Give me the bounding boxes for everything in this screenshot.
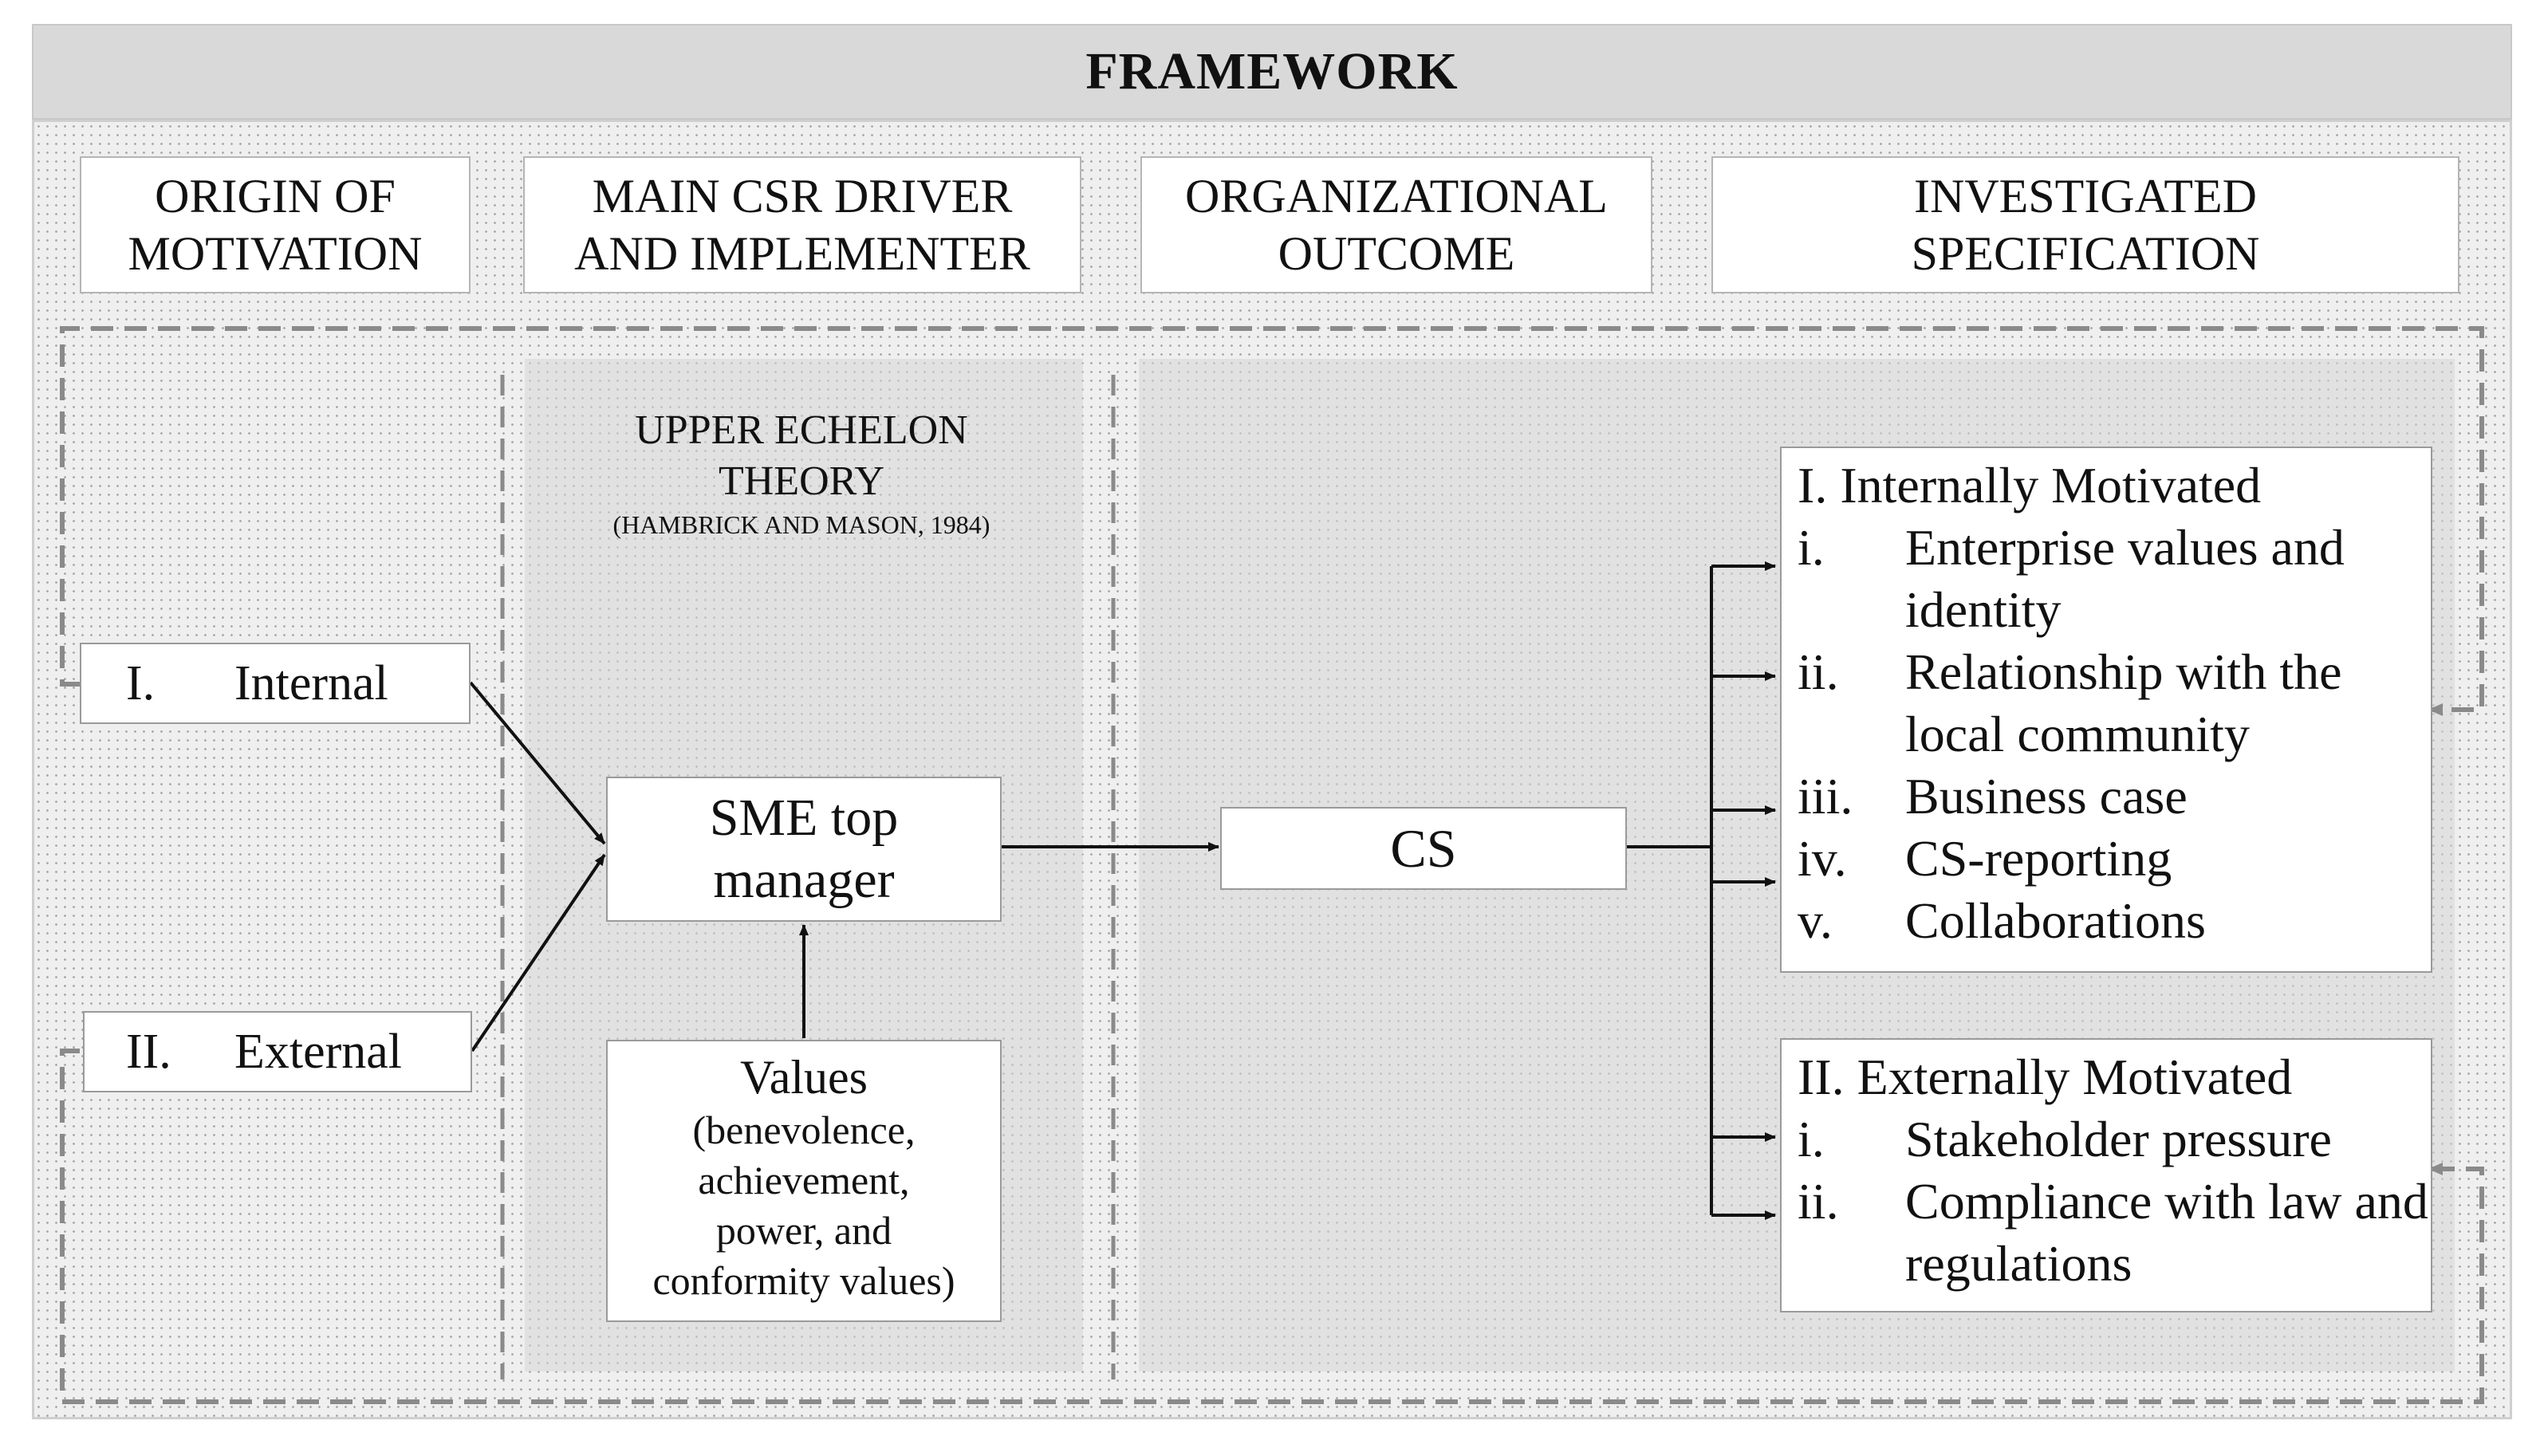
list-item: iv.CS-reporting	[1798, 830, 2172, 887]
values-box: Values (benevolence, achievement, power,…	[606, 1040, 1002, 1322]
cs-outcome-box: CS	[1220, 807, 1627, 890]
cs-outcome-label: CS	[1390, 817, 1457, 879]
internally-motivated-box: I. Internally Motivated i.Enterprise val…	[1780, 447, 2432, 973]
origin-internal-box: I. Internal	[80, 643, 471, 724]
origin-internal-number: I.	[126, 655, 156, 710]
column-dividers	[500, 375, 1116, 1379]
header-main-csr-driver: MAIN CSR DRIVER AND IMPLEMENTER	[523, 156, 1081, 293]
list-item: ii.Compliance with law and regulations	[1798, 1173, 2428, 1292]
sme-top-manager-box: SME top manager	[606, 777, 1002, 922]
framework-title: FRAMEWORK	[32, 24, 2512, 120]
header-investigated-specification: INVESTIGATED SPECIFICATION	[1711, 156, 2459, 293]
flow-arrows	[469, 561, 1776, 1220]
list-item: v.Collaborations	[1798, 892, 2206, 949]
theory-citation: (HAMBRICK AND MASON, 1984)	[612, 510, 990, 539]
origin-external-box: II. External	[83, 1011, 472, 1092]
origin-external-number: II.	[126, 1024, 171, 1079]
origin-internal-label: Internal	[234, 655, 388, 710]
externally-motivated-box: II. Externally Motivated i.Stakeholder p…	[1780, 1038, 2432, 1312]
list-item: i.Stakeholder pressure	[1798, 1111, 2332, 1167]
internally-motivated-heading: I. Internally Motivated	[1798, 457, 2262, 514]
list-item: i.Enterprise values and identity	[1798, 519, 2345, 638]
feedback-dashed-outline	[60, 326, 2484, 1404]
upper-echelon-theory: UPPER ECHELON THEORY (HAMBRICK AND MASON…	[558, 405, 1045, 540]
header-origin-of-motivation: ORIGIN OF MOTIVATION	[80, 156, 471, 293]
values-detail: (benevolence, achievement, power, and co…	[652, 1108, 955, 1303]
values-title: Values	[740, 1051, 868, 1104]
list-item: ii.Relationship with the local community	[1798, 643, 2342, 762]
externally-motivated-heading: II. Externally Motivated	[1798, 1049, 2293, 1105]
sme-top-manager-label: SME top manager	[709, 789, 899, 909]
theory-title: UPPER ECHELON THEORY	[635, 407, 968, 504]
header-organizational-outcome: ORGANIZATIONAL OUTCOME	[1140, 156, 1652, 293]
origin-external-label: External	[234, 1024, 403, 1079]
list-item: iii.Business case	[1798, 768, 2188, 824]
